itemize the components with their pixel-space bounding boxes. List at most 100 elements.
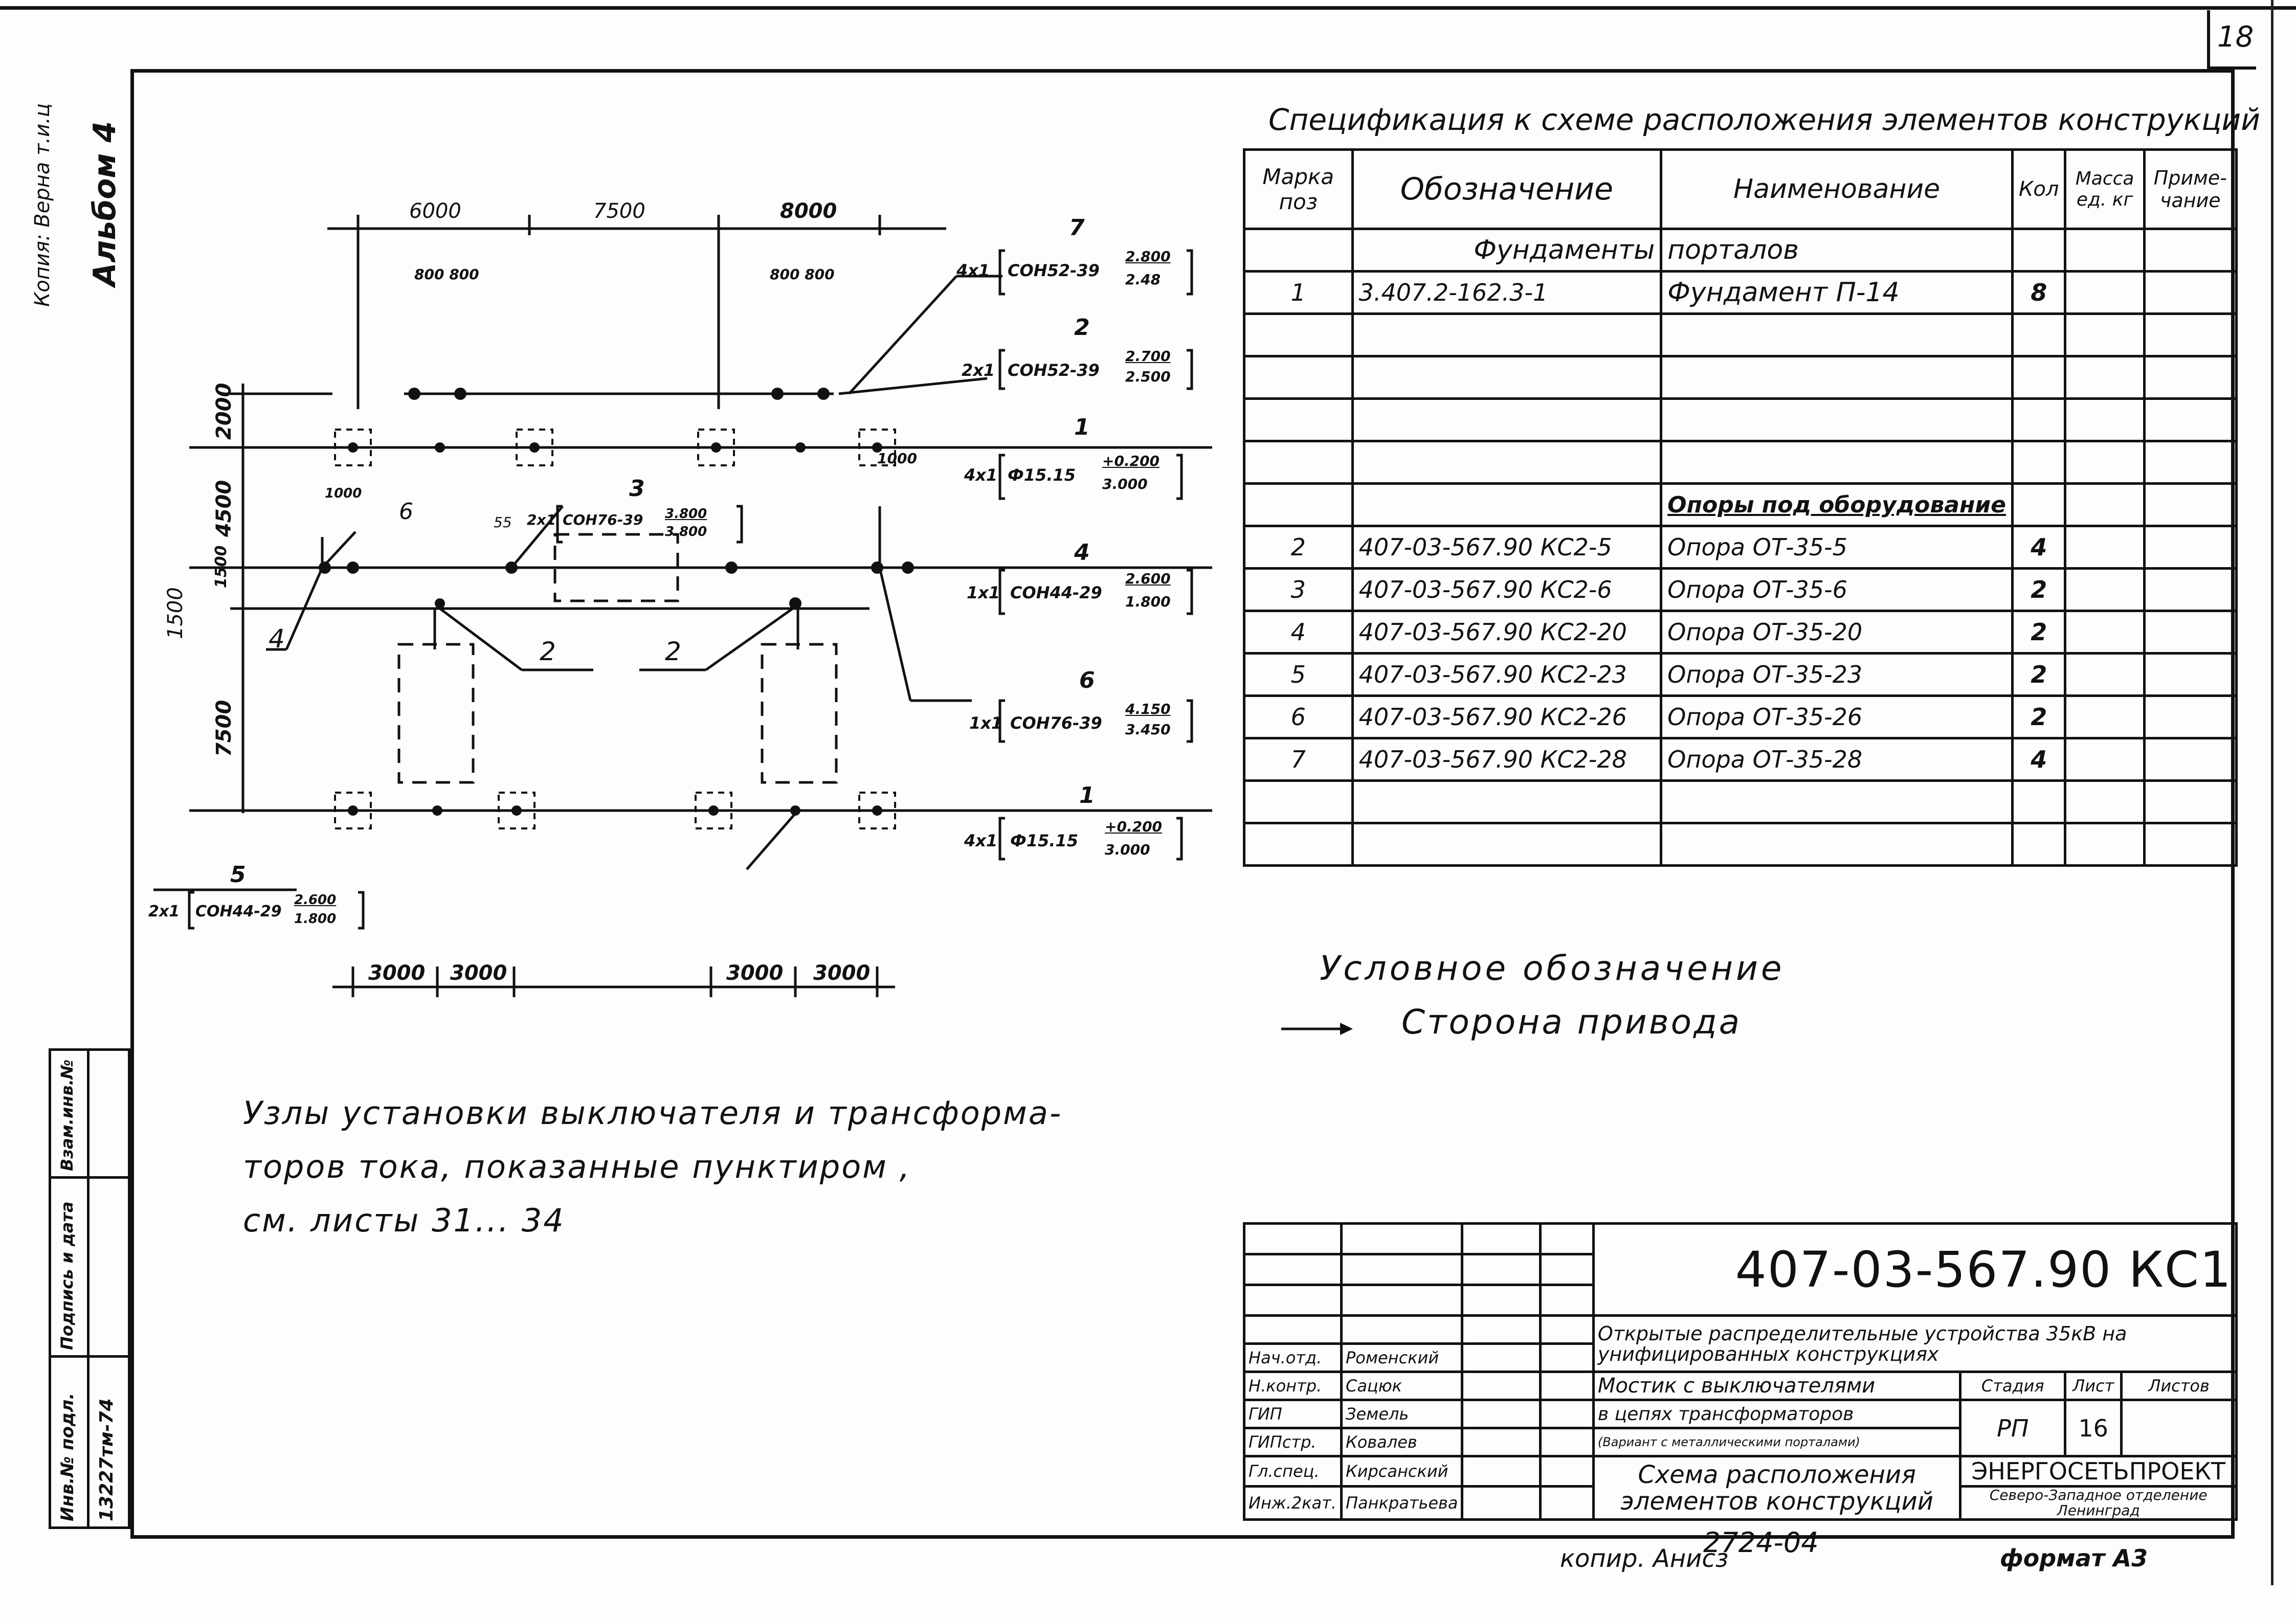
footer-copy: копир. Анисз	[1560, 1544, 1729, 1573]
spec-cell-name: Опора ОТ-35-6	[1660, 567, 2014, 612]
dim-bottom-2: 3000	[450, 961, 507, 985]
spec-cell-designation: 3.407.2-162.3-1	[1351, 270, 1663, 315]
callout-mark: 1	[1074, 414, 1090, 440]
note-line-2: торов тока, показанные пунктиром ,	[243, 1148, 911, 1185]
legend-arrow-text: Сторона привода	[1401, 1002, 1742, 1042]
spec-cell-name: Опора ОТ-35-5	[1660, 525, 2014, 570]
callout-mark: 7	[1069, 215, 1085, 241]
margin-stamp-divider	[87, 1048, 90, 1526]
spec-cell-mark: 1	[1243, 270, 1354, 315]
spec-cell-qty: 2	[2011, 694, 2067, 739]
callout-code: Ф15.15	[1010, 831, 1078, 850]
footer-format: формат А3	[2000, 1544, 2148, 1572]
spec-header-note: Приме-чание	[2143, 148, 2238, 230]
dim-left-2000: 2000	[212, 383, 236, 440]
list-label: Лист	[2064, 1370, 2123, 1401]
tb-role: ГИПстр.	[1243, 1427, 1343, 1457]
dim-1000-left: 1000	[325, 486, 362, 501]
callout-top: 2.600	[1125, 570, 1171, 587]
spec-cell-qty: 2	[2011, 567, 2067, 612]
doc-code: 407-03-567.90 КС1	[1592, 1222, 2238, 1317]
spec-row: 7 407-03-567.90 КС2-28 Опора ОТ-35-28 4	[1243, 737, 2238, 782]
object-line-3: (Вариант с металлическими порталами)	[1592, 1427, 1962, 1457]
callout-bottom: 2.48	[1125, 271, 1161, 288]
callout-code: СОН44-29	[1010, 583, 1102, 602]
spec-cell-mark: 2	[1243, 525, 1354, 570]
dim-sub-left: 800 800	[414, 266, 479, 283]
callout-code: СОН52-39	[1008, 361, 1100, 380]
dim-top-2: 7500	[593, 199, 645, 223]
callout-mark: 2	[1074, 314, 1090, 341]
tb-person: Ковалев	[1340, 1427, 1464, 1457]
specification-table: Марка поз Обозначение Наименование Кол М…	[1243, 148, 2238, 867]
right-border-line	[2271, 0, 2273, 1585]
leader-mark-2a: 2	[540, 637, 556, 666]
spec-cell-qty: 2	[2011, 610, 2067, 655]
dim-bottom-4: 3000	[813, 961, 871, 985]
spec-cell-designation: 407-03-567.90 КС2-20	[1351, 610, 1663, 655]
margin-stamp-box	[49, 1048, 130, 1529]
spec-cell-mark: 6	[1243, 694, 1354, 739]
tb-person: Панкратьева	[1340, 1485, 1464, 1521]
drive-side-arrow-icon	[1281, 1023, 1353, 1035]
margin-stamp-hline	[49, 1176, 128, 1179]
note-line-1: Узлы установки выключателя и трансформа-	[243, 1094, 1063, 1132]
org-line-2: Северо-Западное отделение	[1989, 1487, 2208, 1503]
spec-cell-name: Фундамент П-14	[1660, 270, 2014, 315]
callout-bottom: 2.500	[1125, 368, 1171, 385]
callout-code: Ф15.15	[1008, 465, 1076, 485]
callout-top: 2.700	[1125, 348, 1171, 365]
dim-1500: 1500	[164, 587, 187, 639]
callout-qty: 4х1	[956, 261, 990, 280]
spec-header-qty: Кол	[2011, 148, 2067, 230]
sheet-number-box	[2207, 10, 2256, 70]
callout-top: 2.800	[1125, 248, 1171, 265]
spec-cell-mark: 3	[1243, 567, 1354, 612]
spec-cell-name: Опора ОТ-35-28	[1660, 737, 2014, 782]
callout-bottom: 1.800	[294, 911, 337, 927]
callout-qty: 1х1	[967, 583, 1000, 602]
callout-bottom: 3.450	[1125, 721, 1171, 738]
org-branch: Северо-Западное отделение Ленинград	[1959, 1485, 2238, 1521]
dim-55: 55	[494, 514, 512, 531]
footer-number: 2724-04	[1703, 1526, 1819, 1559]
spec-cell-designation: 407-03-567.90 КС2-28	[1351, 737, 1663, 782]
spec-row: 1 3.407.2-162.3-1 Фундамент П-14 8	[1243, 270, 2238, 315]
note-line-3: см. листы 31... 34	[243, 1202, 565, 1239]
tb-person: Сацюк	[1340, 1370, 1464, 1401]
stage-label: Стадия	[1959, 1370, 2067, 1401]
callout-bottom: 3.000	[1102, 476, 1148, 492]
spec-header-designation: Обозначение	[1351, 148, 1663, 230]
dim-left-7500: 7500	[212, 700, 236, 757]
tb-role: Инж.2кат.	[1243, 1485, 1343, 1521]
spec-section-equipment-supports: Опоры под оборудование	[1660, 482, 2014, 527]
callout-bottom: 1.800	[1125, 593, 1171, 610]
dim-bottom-3: 3000	[726, 961, 784, 985]
spec-cell-qty: 4	[2011, 525, 2067, 570]
stage-value: РП	[1959, 1399, 2067, 1457]
dim-sub-right: 800 800	[770, 266, 835, 283]
leader-mark-2b: 2	[665, 637, 681, 666]
margin-stamp-hline	[49, 1355, 128, 1358]
callout-bottom: 3.800	[665, 524, 707, 540]
org-line-3: Ленинград	[2057, 1502, 2140, 1519]
spec-row: 3 407-03-567.90 КС2-6 Опора ОТ-35-6 2	[1243, 567, 2238, 612]
callout-qty: 2х1	[962, 361, 995, 380]
spec-header-mass: Масса ед. кг	[2064, 148, 2146, 230]
object-line-1: Мостик с выключателями	[1592, 1370, 1962, 1401]
dim-1000-right: 1000	[877, 450, 917, 467]
spec-row: 4 407-03-567.90 КС2-20 Опора ОТ-35-20 2	[1243, 610, 2238, 655]
spec-cell-qty: 8	[2011, 270, 2067, 315]
callout-code: СОН76-39	[1010, 713, 1102, 733]
callout-code: СОН76-39	[563, 511, 643, 528]
callout-code: СОН44-29	[195, 903, 282, 920]
sheet-number: 18	[2217, 20, 2254, 54]
callout-qty: 4х1	[964, 465, 998, 485]
spec-section-row: Опоры под оборудование	[1243, 482, 2238, 527]
callout-qty: 2х1	[148, 903, 180, 920]
spec-header-mark: Марка поз	[1243, 148, 1354, 230]
tb-person: Земель	[1340, 1399, 1464, 1429]
spec-row: 2 407-03-567.90 КС2-5 Опора ОТ-35-5 4	[1243, 525, 2238, 570]
callout-qty: 1х1	[969, 713, 1003, 733]
callout-qty: 2х1	[527, 511, 556, 528]
